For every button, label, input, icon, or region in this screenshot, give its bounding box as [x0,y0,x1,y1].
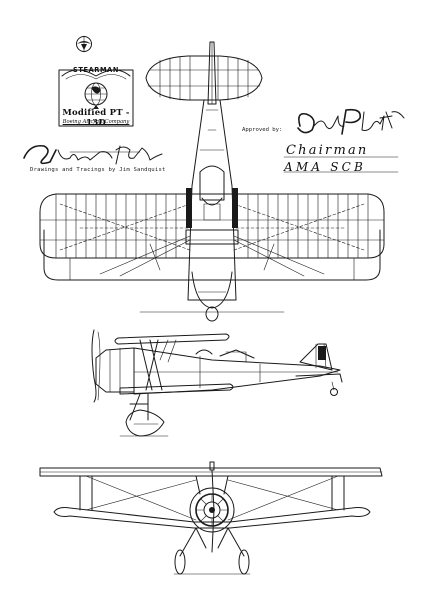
drawing-credit: Drawings and Tracings by Jim Sandquist [30,167,166,173]
signature-artist [23,144,163,165]
signature-approver [297,108,405,135]
top-view [39,41,385,322]
stearman-emblem [58,35,134,127]
side-view [91,329,343,437]
approved-by-label: Approved by: [242,127,283,133]
model-label: Modified PT - 13D [62,108,130,128]
company-label: Boeing Aircraft Company [62,119,130,125]
globe-icon [84,82,108,109]
brand-label: STEARMAN [73,66,119,74]
approver-org: AMA SCB [284,160,367,174]
eagle-icon [76,35,92,53]
front-view [39,461,383,575]
approver-title: Chairman [286,143,369,158]
